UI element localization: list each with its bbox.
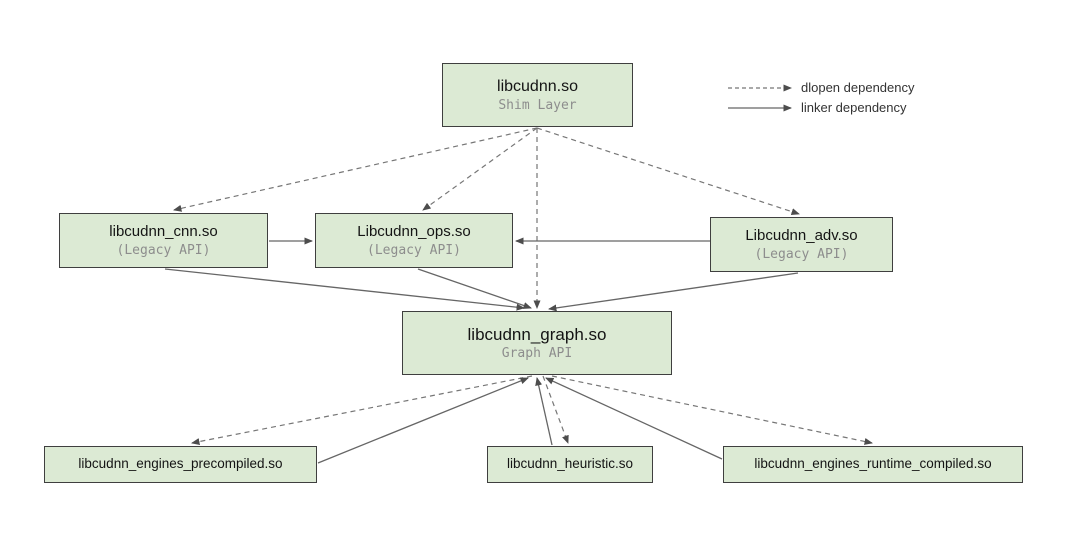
node-libcudnn-adv: Libcudnn_adv.so (Legacy API) [710,217,893,272]
node-libcudnn-cnn: libcudnn_cnn.so (Legacy API) [59,213,268,268]
node-title: libcudnn_graph.so [467,325,607,345]
node-subtitle: Graph API [501,346,573,362]
node-title: libcudnn_engines_runtime_compiled.so [754,456,992,472]
edge-graph-to-heuristic-dlopen [542,375,569,444]
node-subtitle: Shim Layer [498,97,577,113]
edge-graph-to-precompiled-dlopen [191,375,533,445]
legend-linker-label: linker dependency [801,100,907,115]
edge-graph-to-runtime-dlopen [551,375,873,445]
node-subtitle: (Legacy API) [116,242,211,258]
node-engines-runtime-compiled: libcudnn_engines_runtime_compiled.so [723,446,1023,483]
node-heuristic: libcudnn_heuristic.so [487,446,653,483]
node-libcudnn-shim: libcudnn.so Shim Layer [442,63,633,127]
edge-shim-to-adv-dlopen [536,127,800,215]
edge-adv-to-graph-linker [548,272,799,312]
node-libcudnn-graph: libcudnn_graph.so Graph API [402,311,672,375]
node-subtitle: (Legacy API) [367,242,461,258]
node-title: libcudnn_heuristic.so [506,456,634,472]
edge-shim-to-ops-dlopen [422,127,538,211]
edge-shim-to-cnn-dlopen [173,127,538,212]
node-subtitle: (Legacy API) [754,246,849,262]
node-title: libcudnn_cnn.so [109,222,218,240]
edge-cnn-to-graph-linker [164,268,525,311]
node-title: Libcudnn_ops.so [357,222,471,240]
node-engines-precompiled: libcudnn_engines_precompiled.so [44,446,317,483]
edge-heuristic-to-graph-linker [535,377,553,446]
node-title: libcudnn.so [497,77,578,95]
node-title: libcudnn_engines_precompiled.so [78,456,283,472]
legend-dlopen-label: dlopen dependency [801,80,915,95]
edge-ops-to-graph-linker [417,268,532,309]
node-title: Libcudnn_adv.so [745,226,858,244]
node-libcudnn-ops: Libcudnn_ops.so (Legacy API) [315,213,513,268]
